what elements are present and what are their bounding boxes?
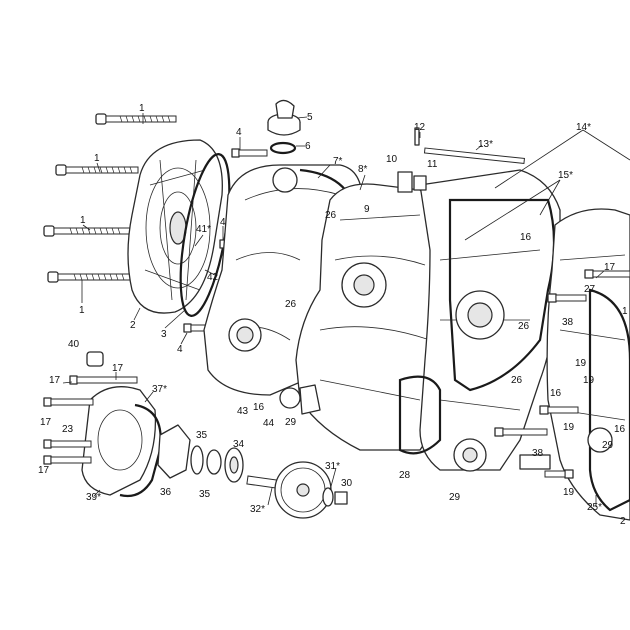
callout-42: 42 — [207, 272, 219, 283]
callout-3: 3 — [161, 329, 167, 340]
callout-30: 30 — [341, 478, 353, 489]
bolt-1-top — [95, 113, 177, 125]
callout-16: 16 — [614, 424, 626, 435]
callout-26: 26 — [285, 299, 297, 310]
callout-2: 2 — [130, 320, 136, 331]
callout-38: 38 — [562, 317, 574, 328]
callout-29: 29 — [449, 492, 461, 503]
callout-40: 40 — [68, 339, 80, 350]
callout-44: 44 — [263, 418, 275, 429]
callout-26: 26 — [325, 210, 337, 221]
callout-28: 28 — [399, 470, 411, 481]
callout-26: 26 — [518, 321, 530, 332]
callout-17: 17 — [38, 465, 50, 476]
callout-13: 13* — [478, 139, 493, 150]
callout-37: 37* — [152, 384, 167, 395]
callout-16: 16 — [253, 402, 265, 413]
callout-32: 32* — [250, 504, 265, 515]
callout-5: 5 — [307, 112, 313, 123]
leader-lines — [62, 113, 630, 507]
callout-19: 19 — [583, 375, 595, 386]
callout-38: 38 — [532, 448, 544, 459]
callout-34: 34 — [233, 439, 245, 450]
callout-14: 14* — [576, 122, 591, 133]
bolt-1-upper — [55, 164, 139, 176]
callout-35: 35 — [196, 430, 208, 441]
callout-16: 16 — [520, 232, 532, 243]
callout-29: 29 — [602, 440, 614, 451]
callout-7: 7* — [333, 156, 343, 167]
callout-10: 10 — [386, 154, 398, 165]
callout-17: 17 — [40, 417, 52, 428]
callout-6: 6 — [305, 141, 311, 152]
callout-4: 4 — [177, 344, 183, 355]
callout-19: 19 — [563, 422, 575, 433]
callout-43: 43 — [237, 406, 249, 417]
callout-11: 11 — [427, 159, 438, 170]
callout-41: 41* — [196, 224, 211, 235]
breather-fitting — [397, 171, 427, 193]
callout-8: 8* — [358, 164, 368, 175]
callout-9: 9 — [364, 204, 370, 215]
callout-16: 16 — [550, 388, 562, 399]
callout-39: 39* — [86, 492, 101, 503]
crankcase-center-half — [398, 169, 561, 472]
callout-19: 19 — [563, 487, 575, 498]
callout-23: 23 — [62, 424, 74, 435]
callout-17: 17 — [49, 375, 61, 386]
callout-25: 25* — [587, 502, 602, 513]
callout-15: 15* — [558, 170, 573, 181]
callout-labels: 1 1 1 1 2 3 4 4 4 5 6 7* 8* 9 10 11 12 1… — [38, 103, 628, 527]
callout-4: 4 — [236, 127, 242, 138]
callout-35: 35 — [199, 489, 211, 500]
shaft-13 — [414, 127, 526, 164]
water-pump-internals — [157, 424, 348, 519]
bolt-1-lower — [47, 271, 137, 283]
callout-12: 12 — [414, 122, 426, 133]
oil-filler-cap — [267, 99, 301, 155]
callout-17: 17 — [112, 363, 124, 374]
callout-1: 1 — [80, 215, 86, 226]
callout-4: 4 — [220, 217, 226, 228]
callout-29: 29 — [285, 417, 297, 428]
right-side-bolts — [494, 269, 630, 479]
callout-1: 1 — [622, 306, 628, 317]
callout-27: 27 — [584, 284, 596, 295]
long-bolts — [43, 113, 177, 283]
callout-36: 36 — [160, 487, 172, 498]
callout-31: 31* — [325, 461, 340, 472]
water-pump-cover — [81, 386, 162, 498]
callout-1: 1 — [79, 305, 85, 316]
callout-1: 1 — [139, 103, 145, 114]
callout-19: 19 — [575, 358, 587, 369]
bolt-1-middle — [43, 225, 131, 237]
crankcase-right-half — [546, 208, 630, 521]
callout-26: 26 — [511, 375, 523, 386]
pump-bolts-17 — [43, 351, 138, 465]
callout-2: 2 — [620, 516, 626, 527]
callout-17: 17 — [604, 262, 616, 273]
callout-1: 1 — [94, 153, 100, 164]
